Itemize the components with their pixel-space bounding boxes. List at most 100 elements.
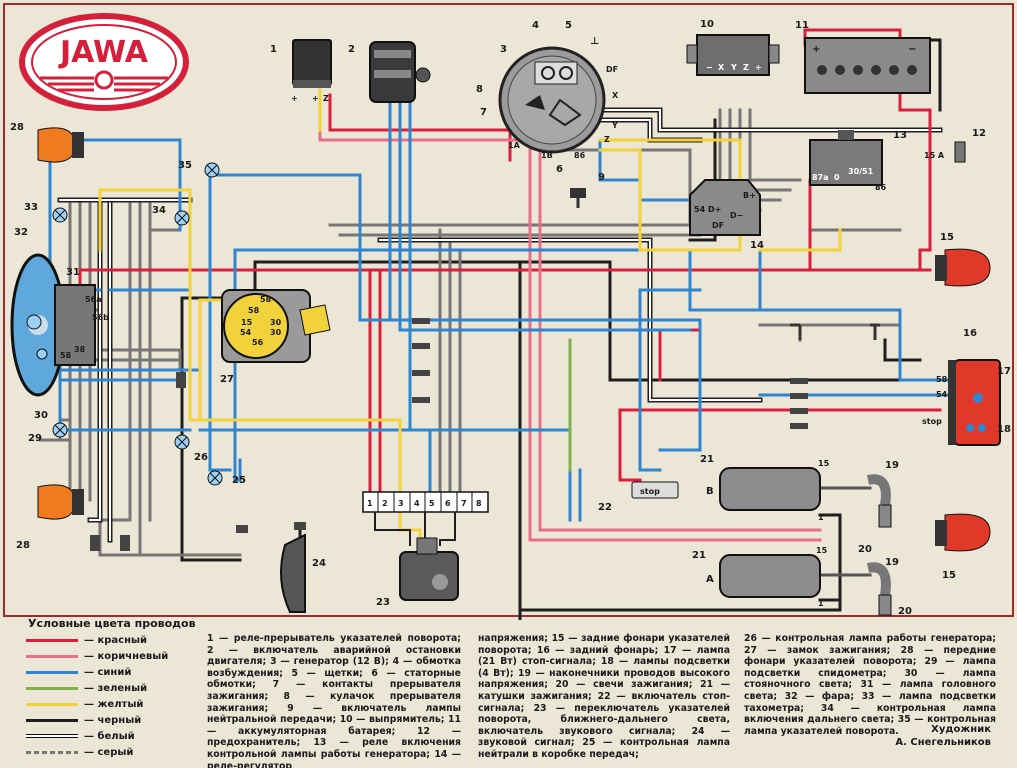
label-10: 10 (700, 19, 714, 30)
author-role: Художник (931, 724, 991, 735)
label-33: 33 (24, 202, 38, 213)
term-reg-bplus: B+ (743, 191, 756, 200)
term-head-56b: 56b (92, 313, 109, 322)
label-27: 27 (220, 374, 234, 385)
legend-item: — синий (26, 666, 131, 678)
term-gen-86: 86 (574, 151, 586, 160)
label-1: 1 (270, 44, 277, 55)
label-28b: 28 (16, 540, 30, 551)
jawa-logo: JAWA (19, 13, 189, 111)
label-12: 12 (972, 128, 986, 139)
lamp-26: 26 (174, 434, 208, 463)
label-18: 18 (997, 424, 1011, 435)
label-17: 17 (997, 366, 1011, 377)
label-19a: 19 (885, 460, 899, 471)
term-reg-dminus: D− (730, 211, 743, 220)
strip-pos-3: 3 (398, 499, 404, 508)
label-30: 30 (34, 410, 48, 421)
term-head-58: 58 (60, 351, 72, 360)
term-reg-54: 54 (694, 205, 706, 214)
label-32: 32 (14, 227, 28, 238)
logo-text: JAWA (58, 35, 149, 70)
caption-column-2: напряжения; 15 — задние фонари указателе… (478, 633, 730, 760)
neutral-switch: 9 (570, 172, 605, 208)
author-name: А. Снегельников (895, 737, 991, 748)
term-reg-df: DF (712, 221, 724, 230)
label-28a: 28 (10, 122, 24, 133)
term-batt-plus: + (812, 44, 820, 55)
label-4: 4 (532, 20, 539, 31)
legend-item: — желтый (26, 698, 143, 710)
lamp-33: 33 (24, 202, 68, 223)
term-rect-z: Z (743, 63, 749, 72)
caption-column-1: 1 — реле-прерыватель указателей поворота… (207, 633, 461, 768)
misc-connectors (90, 372, 306, 551)
term-coil-b: B (706, 486, 714, 497)
term-relay-plus-2: + (312, 94, 319, 103)
spark-plug-upper: 20 (858, 504, 892, 555)
indicator-lamps: 35 33 34 29 26 25 (24, 160, 246, 486)
tail-lamp: 16 17 18 58 54 stop (922, 328, 1011, 446)
term-rect-x: X (718, 63, 725, 72)
term-relay-86: 86 (875, 183, 887, 192)
rear-turn-signal-right: 15 (935, 232, 991, 287)
turn-signal-relay: 1 + + Z (270, 39, 332, 103)
generator-lamp-relay: 13 87a 0 30/51 86 (809, 130, 907, 192)
strip-pos-6: 6 (445, 499, 451, 508)
label-7: 7 (480, 107, 487, 118)
strip-pos-7: 7 (461, 499, 467, 508)
label-19b: 19 (885, 557, 899, 568)
label-15b: 15 (942, 570, 956, 581)
fuse: 12 15 A (924, 128, 986, 163)
engine-kill-switch: 2 (348, 41, 431, 103)
term-coil-b-15: 15 (818, 459, 830, 468)
label-35: 35 (178, 160, 192, 171)
handlebar-switch: 23 (376, 537, 459, 608)
term-coil-a-15: 15 (816, 546, 828, 555)
caption-column-3: 26 — контрольная лампа работы генератора… (744, 633, 996, 737)
term-stop-switch: stop (640, 487, 660, 496)
label-5: 5 (565, 20, 572, 31)
term-lock-30a: 30 (270, 318, 282, 327)
term-head-38: 38 (74, 345, 86, 354)
label-34: 34 (152, 205, 166, 216)
legend-title: Условные цвета проводов (28, 617, 196, 630)
spark-plug-lower: 20 (878, 594, 912, 617)
term-lock-54: 54 (240, 328, 252, 337)
ht-cap-upper: 19 (866, 460, 899, 506)
term-batt-minus: − (908, 44, 916, 55)
battery: 11 + − (795, 20, 931, 94)
term-fuse-rating: 15 A (924, 151, 945, 160)
term-reg-dplus: D+ (708, 205, 721, 214)
label-9: 9 (598, 172, 605, 183)
label-20a: 20 (858, 544, 872, 555)
term-relay-0: 0 (834, 173, 840, 182)
label-23: 23 (376, 597, 390, 608)
term-lock-58b: 58 (260, 295, 272, 304)
front-turn-signal-lower: 28 (16, 484, 84, 551)
legend-item: — красный (26, 634, 147, 646)
svg-text:⊥: ⊥ (590, 36, 599, 47)
lamp-35: 35 (178, 160, 220, 178)
ignition-coil-b: 21 B 15 1 (700, 454, 830, 522)
label-25: 25 (232, 475, 246, 486)
diagram-frame (3, 3, 1014, 617)
wire-harness (38, 28, 962, 620)
horn: 24 (280, 533, 326, 613)
legend-item: — серый (26, 746, 133, 758)
term-gen-1b: 1B (541, 151, 553, 160)
label-15a: 15 (940, 232, 954, 243)
label-3: 3 (500, 44, 507, 55)
label-22: 22 (598, 502, 612, 513)
label-20b: 20 (898, 606, 912, 617)
strip-pos-4: 4 (414, 499, 420, 508)
label-21b: 21 (692, 550, 706, 561)
term-coil-a: A (706, 574, 714, 585)
ht-cap-lower: 19 (866, 557, 899, 596)
term-relay-87a: 87a (812, 173, 829, 182)
strip-pos-2: 2 (382, 499, 388, 508)
label-29: 29 (28, 433, 42, 444)
lamp-30 (36, 348, 48, 360)
label-11: 11 (795, 20, 809, 31)
